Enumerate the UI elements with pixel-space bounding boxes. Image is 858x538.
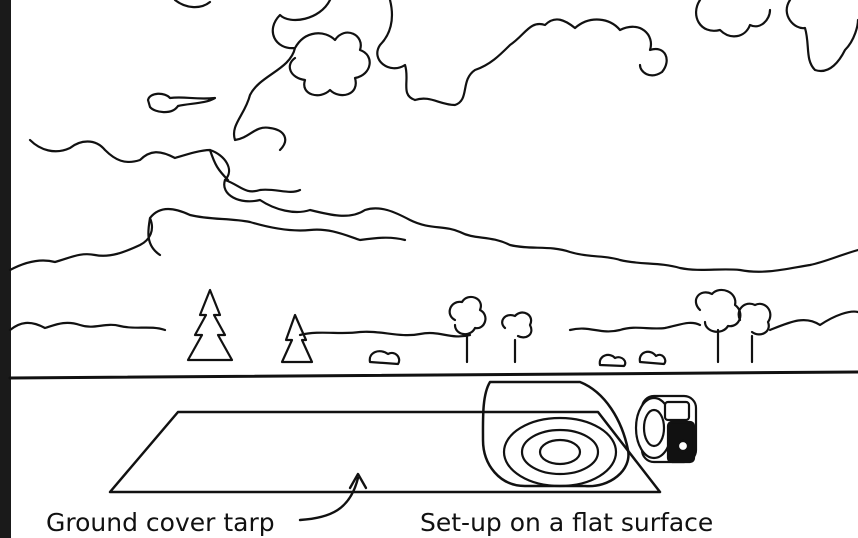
tree-round <box>739 304 771 362</box>
tree-pine <box>188 290 232 360</box>
left-border <box>0 0 11 538</box>
shrub <box>600 355 626 366</box>
cloud-outline <box>148 94 215 112</box>
tree-round <box>502 313 531 362</box>
cloud-outline <box>210 150 858 272</box>
pointer-arrow <box>300 478 358 520</box>
shrub <box>640 352 666 364</box>
tree-round <box>450 297 486 362</box>
ground-tarp <box>110 412 660 492</box>
treeline <box>10 312 858 337</box>
horizon-line <box>10 372 858 378</box>
roll-end-spiral <box>504 418 616 486</box>
cloud-outline <box>175 0 370 150</box>
tree-round <box>696 290 740 362</box>
cloud-outline <box>30 140 300 192</box>
cloud-outline <box>696 0 858 71</box>
shrub <box>370 351 399 364</box>
setup-label: Set-up on a flat surface <box>420 510 713 535</box>
tree-pine <box>282 315 312 362</box>
air-pump-icon <box>636 396 696 462</box>
ground-cover-label: Ground cover tarp <box>46 510 275 535</box>
cloud-outline <box>377 0 666 105</box>
cloud-outline <box>10 209 405 270</box>
